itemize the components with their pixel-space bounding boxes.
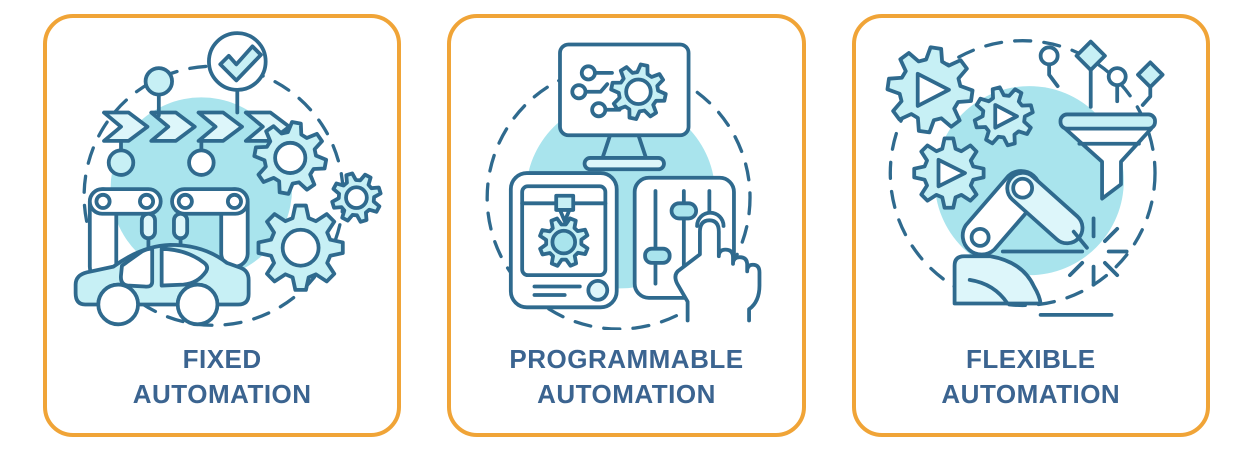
conveyor-arrows-icon <box>102 66 292 177</box>
circuit-nodes-icon <box>570 64 622 119</box>
slider-handle <box>643 246 672 265</box>
card-title-line1: FIXED <box>182 344 262 375</box>
programmable-automation-illustration <box>451 18 801 330</box>
robot-arm-icon <box>952 169 1114 317</box>
card-programmable-automation: PROGRAMMABLE AUTOMATION <box>447 14 806 437</box>
spark-icon <box>1067 216 1129 287</box>
card-title-line2: AUTOMATION <box>537 378 716 409</box>
play-gears-icon <box>885 45 1035 210</box>
card-title: FIXED AUTOMATION <box>133 330 312 433</box>
card-title-line2: AUTOMATION <box>941 378 1121 409</box>
flexible-automation-illustration <box>856 18 1206 330</box>
card-title-line1: FLEXIBLE <box>965 344 1096 375</box>
gears-icon <box>252 120 383 292</box>
conveyor-pin-icon <box>187 139 216 177</box>
programmable-automation-icon <box>485 42 762 330</box>
checkmark-icon <box>207 31 268 115</box>
conveyor-pin-icon <box>143 66 174 118</box>
fixed-automation-illustration <box>47 18 397 330</box>
printer-icon <box>509 171 619 310</box>
hand-pointer-icon <box>673 218 762 323</box>
monitor-gear-icon <box>558 42 691 172</box>
car-icon <box>73 243 251 327</box>
card-title-line2: AUTOMATION <box>132 378 312 409</box>
flexible-automation-icon <box>885 39 1165 317</box>
conveyor-pin-icon <box>106 139 136 177</box>
card-fixed-automation: FIXED AUTOMATION <box>43 14 402 437</box>
card-title: PROGRAMMABLE AUTOMATION <box>509 330 743 433</box>
funnel-icon <box>1038 39 1165 201</box>
card-title-line1: PROGRAMMABLE <box>509 344 744 375</box>
slider-handle <box>669 201 699 221</box>
fixed-automation-icon <box>73 31 383 327</box>
card-title: FLEXIBLE AUTOMATION <box>941 330 1120 433</box>
funnel-items-icon <box>1038 39 1165 109</box>
card-flexible-automation: FLEXIBLE AUTOMATION <box>851 14 1210 437</box>
